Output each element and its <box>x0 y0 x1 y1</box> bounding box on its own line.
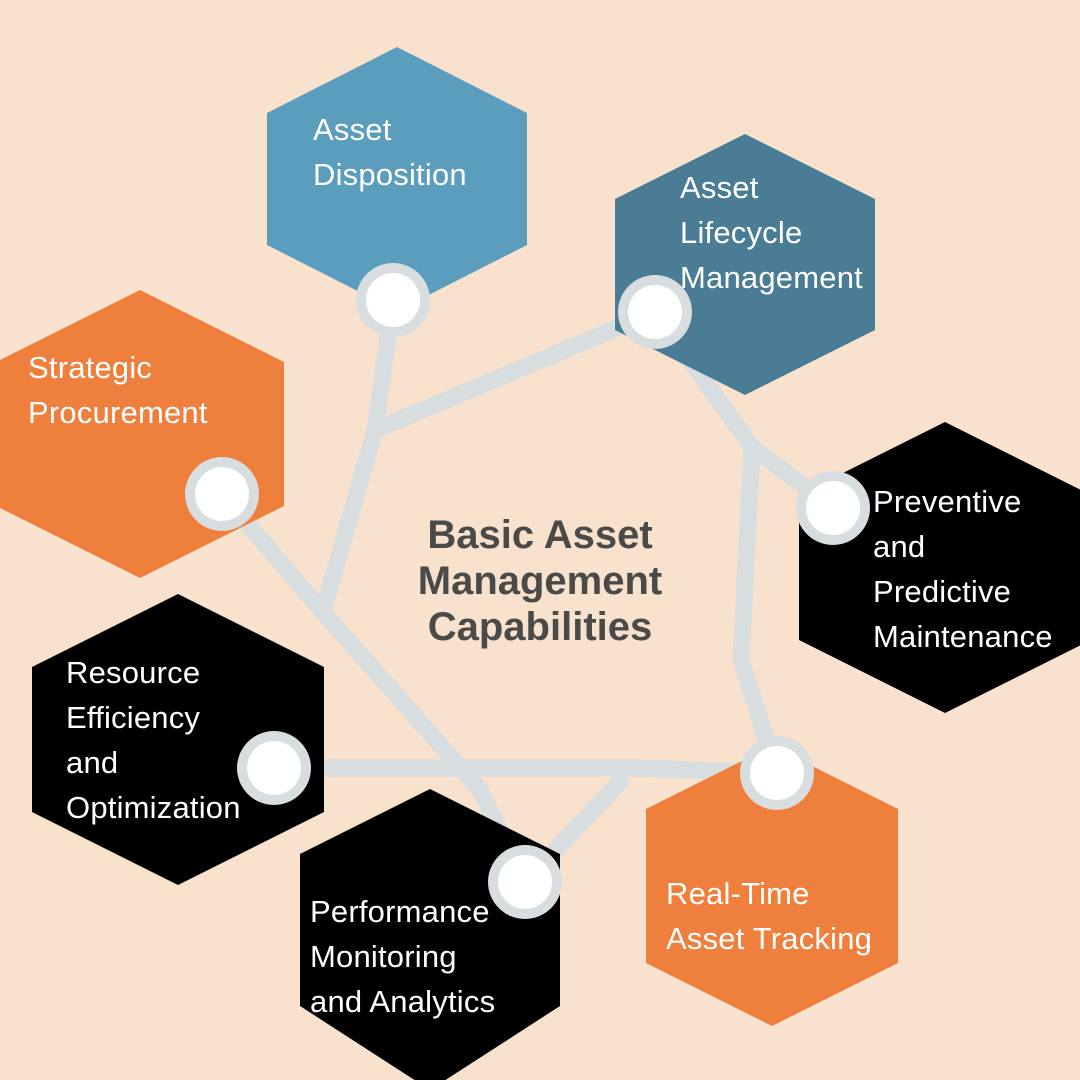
node-resource-efficiency-optimization[interactable] <box>237 731 311 805</box>
node-asset-disposition[interactable] <box>356 263 430 337</box>
node-preventive-predictive-maintenance[interactable] <box>796 471 870 545</box>
hexagon-preventive-predictive-maintenance[interactable] <box>799 422 1080 713</box>
node-performance-monitoring-analytics[interactable] <box>488 845 562 919</box>
hexagon-asset-lifecycle-management[interactable] <box>615 134 875 395</box>
center-title: Basic Asset Management Capabilities <box>417 513 663 649</box>
hexagon-real-time-asset-tracking[interactable] <box>646 746 898 1026</box>
hexagon-strategic-procurement[interactable] <box>0 290 284 578</box>
connector-asset-lifecycle <box>366 303 664 439</box>
hexagon-performance-monitoring-analytics[interactable] <box>300 789 560 1080</box>
hexagon-shapes <box>0 47 1080 1080</box>
connector-resource-efficiency <box>265 759 786 782</box>
node-asset-lifecycle-management[interactable] <box>618 275 692 349</box>
node-strategic-procurement[interactable] <box>185 457 259 531</box>
hexagon-asset-disposition[interactable] <box>267 47 527 311</box>
hexagon-resource-efficiency-optimization[interactable] <box>32 594 324 885</box>
connector-preventive-to-tracking <box>732 438 786 782</box>
connector-nodes <box>185 263 870 919</box>
node-real-time-asset-tracking[interactable] <box>740 736 814 810</box>
